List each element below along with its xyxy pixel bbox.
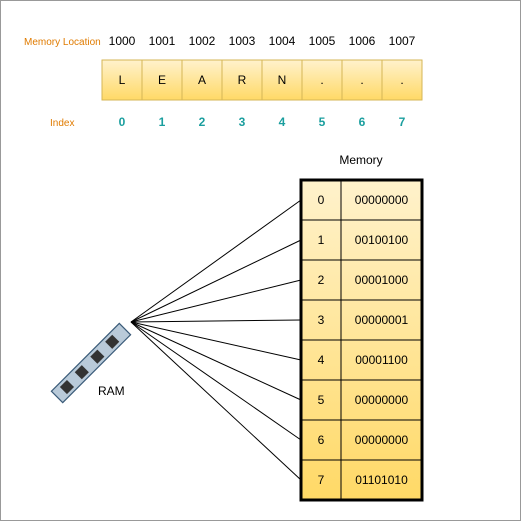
address-label: 1003: [229, 34, 256, 48]
array-cell-char: R: [238, 73, 247, 87]
connector-line: [130, 199, 302, 323]
array-cell: E: [141, 59, 183, 101]
connector-line: [130, 321, 302, 401]
array-cell: L: [101, 59, 143, 101]
ram-connector-lines: [130, 199, 302, 481]
memory-row: 2 00001000: [301, 259, 422, 287]
array-cell: .: [341, 59, 383, 101]
array-cell-box: [301, 59, 343, 101]
memory-address: 7: [318, 473, 325, 487]
memory-address: 3: [318, 313, 325, 327]
index-value: 2: [199, 115, 206, 129]
array-cell-box: [381, 59, 423, 101]
array-cell: R: [221, 59, 263, 101]
memory-row: 1 00100100: [301, 219, 422, 247]
memory-value: 00001100: [355, 353, 408, 367]
memory-address: 5: [318, 393, 325, 407]
address-label: 1001: [149, 34, 176, 48]
memory-value: 00000000: [355, 193, 409, 207]
connector-line: [130, 321, 302, 441]
address-label: 1002: [189, 34, 216, 48]
memory-row: 4 00001100: [301, 339, 422, 367]
character-array: L E A R N...: [101, 59, 423, 101]
memory-value: 00100100: [355, 233, 409, 247]
memory-row: 6 00000000: [301, 419, 422, 447]
index-value: 0: [119, 115, 126, 129]
address-row: 1000 1001 1002 1003 1004 1005 1006 1007: [109, 34, 416, 48]
memory-value: 00000000: [355, 393, 409, 407]
connector-line: [130, 321, 302, 481]
array-cell-box: [221, 59, 263, 101]
index-value: 5: [319, 115, 326, 129]
array-cell-char: N: [278, 73, 287, 87]
memory-address: 0: [318, 193, 325, 207]
connector-line: [130, 239, 302, 323]
index-row: 0 1 2 3 4 5 6 7: [119, 115, 406, 129]
index-value: 6: [359, 115, 366, 129]
address-label: 1005: [309, 34, 336, 48]
address-label: 1000: [109, 34, 136, 48]
memory-row: 7 01101010: [301, 459, 422, 487]
index-label: Index: [50, 118, 74, 129]
ram-stick-icon: [50, 322, 132, 404]
array-cell: .: [381, 59, 423, 101]
index-value: 7: [399, 115, 406, 129]
memory-value: 00000001: [355, 313, 409, 327]
memory-address: 1: [318, 233, 325, 247]
memory-value: 00000000: [355, 433, 409, 447]
memory-address: 4: [318, 353, 325, 367]
array-cell-char: L: [119, 73, 126, 87]
index-value: 3: [239, 115, 246, 129]
address-label: 1007: [389, 34, 416, 48]
array-cell-box: [341, 59, 383, 101]
array-cell-char: E: [158, 73, 166, 87]
connector-line: [130, 319, 302, 323]
array-cell-box: [261, 59, 303, 101]
connector-line: [130, 279, 302, 323]
address-label: 1004: [269, 34, 296, 48]
index-value: 4: [279, 115, 286, 129]
ram-label: RAM: [98, 384, 125, 398]
memory-table-border: [299, 178, 424, 502]
memory-address: 6: [318, 433, 325, 447]
memory-title: Memory: [339, 153, 382, 167]
memory-value: 01101010: [355, 473, 408, 487]
array-cell-box: [101, 59, 143, 101]
memory-address: 2: [318, 273, 325, 287]
array-cell-char: .: [400, 73, 403, 87]
memory-value: 00001000: [355, 273, 409, 287]
array-cell: N: [261, 59, 303, 101]
address-label: 1006: [349, 34, 376, 48]
array-cell: A: [181, 59, 223, 101]
memory-row: 5 00000000: [301, 379, 422, 407]
array-cell-char: A: [198, 73, 206, 87]
connector-line: [130, 321, 302, 361]
memory-location-label: Memory Location: [24, 37, 101, 48]
array-cell-box: [141, 59, 183, 101]
array-cell-char: .: [360, 73, 363, 87]
memory-row: 3 00000001: [301, 299, 422, 327]
array-cell: .: [301, 59, 343, 101]
array-cell-char: .: [320, 73, 323, 87]
index-value: 1: [159, 115, 166, 129]
